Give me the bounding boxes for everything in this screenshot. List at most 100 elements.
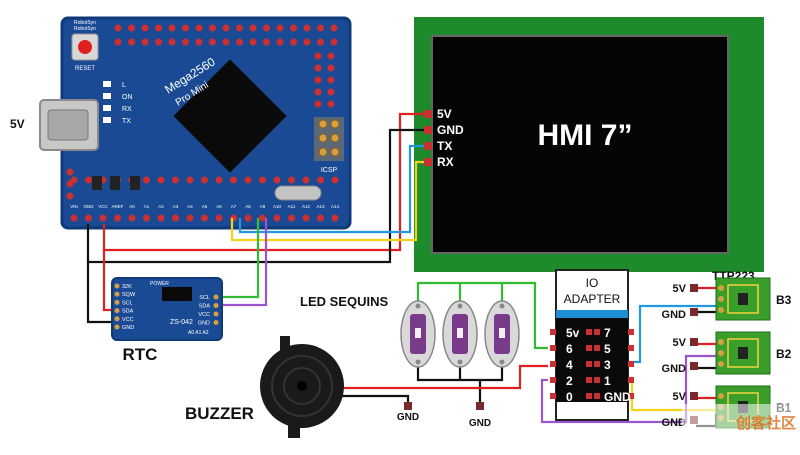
- hmi-pin-5v: 5V: [437, 107, 452, 121]
- header-pin: [317, 24, 324, 32]
- header-pin: [186, 176, 194, 184]
- rtc-pin-label: SCL: [199, 295, 210, 301]
- icsp-header-bg: [314, 117, 344, 161]
- io-pin: [586, 361, 592, 367]
- mcu-chip: [173, 59, 287, 173]
- rtc-pin: [114, 308, 120, 314]
- hmi-display: HMI 7” 5V GND TX RX: [414, 17, 764, 272]
- io-pin-end: [550, 361, 556, 367]
- wire-io2-b2: [540, 354, 716, 424]
- reset-button-cap[interactable]: [78, 40, 92, 54]
- hmi-pin-gnd: GND: [437, 123, 464, 137]
- header-pin: [327, 52, 335, 60]
- io-pin: [594, 329, 600, 335]
- rtc-pin-label: GND: [122, 325, 134, 331]
- header-pin: [222, 24, 230, 32]
- io-pin: [594, 393, 600, 399]
- brand-label: RobotSyn: [74, 20, 96, 26]
- header-pin: [244, 176, 252, 184]
- capacitor: [110, 176, 120, 190]
- mega-left-header: [66, 168, 74, 200]
- header-pin: [215, 214, 223, 222]
- header-pin: [314, 52, 322, 60]
- rtc-pin: [114, 299, 120, 305]
- rtc-address-text: A0 A1 A2: [188, 330, 209, 336]
- pin-label: A3: [173, 204, 179, 209]
- io-right-pin-label: 5: [604, 342, 611, 356]
- io-pin-end: [628, 393, 634, 399]
- ttp223-pad: [727, 284, 759, 314]
- header-pin: [302, 176, 310, 184]
- capacitor: [92, 176, 102, 190]
- wire-buzzer-io4: [330, 364, 548, 390]
- header-pin: [288, 176, 295, 184]
- led-label-l: L: [122, 82, 126, 89]
- io-left-pin-label: 2: [566, 374, 573, 388]
- header-pin: [236, 38, 243, 46]
- pin-label: A1: [144, 204, 150, 209]
- header-pin: [327, 100, 335, 108]
- touch-gnd-terminal: [690, 308, 698, 316]
- header-pin: [85, 214, 92, 222]
- rtc-pin-label: VCC: [122, 317, 134, 323]
- rtc-pcb: [111, 277, 223, 341]
- touch-gnd-terminal: [690, 362, 698, 370]
- header-pin: [302, 214, 310, 222]
- led-rx: [103, 105, 111, 111]
- touch-vcc-terminal: [690, 284, 698, 292]
- brand-label-2: RobotSyn: [74, 26, 96, 32]
- led-tx: [103, 117, 111, 123]
- pin-label: A14: [331, 204, 340, 209]
- io-left-pin-label: 5v: [566, 326, 580, 340]
- header-pin: [236, 24, 243, 32]
- pin-label: A5: [202, 204, 208, 209]
- io-right-pin-label: 7: [604, 326, 611, 340]
- header-pin: [222, 38, 230, 46]
- header-pin: [303, 38, 311, 46]
- capacitor: [130, 176, 140, 190]
- wire-rtc-gnd: [86, 262, 114, 324]
- rtc-module-name: ZS-042: [170, 319, 193, 326]
- buzzer-hole: [297, 381, 307, 391]
- pin-label: A7: [231, 204, 237, 209]
- pin-label: A8: [245, 204, 251, 209]
- icsp-pin: [318, 119, 328, 129]
- header-pin: [244, 214, 252, 222]
- rtc-label: RTC: [123, 345, 158, 364]
- header-pin: [155, 38, 162, 46]
- pin-label: A6: [216, 204, 222, 209]
- header-pin: [314, 64, 322, 72]
- wire-rtc-sda: [218, 218, 268, 307]
- header-pin: [273, 214, 281, 222]
- io-pin: [594, 345, 600, 351]
- pin-label: GND: [84, 204, 95, 209]
- header-pin: [209, 38, 216, 46]
- pin-label: A13: [316, 204, 325, 209]
- header-pin: [314, 100, 322, 108]
- mega-top-header: [114, 24, 338, 46]
- header-pin: [155, 24, 162, 32]
- header-pin: [276, 38, 284, 46]
- led-on: [103, 93, 111, 99]
- io-pin-end: [628, 377, 634, 383]
- led-sequins: [400, 300, 520, 368]
- io-pin-end: [550, 377, 556, 383]
- usb-port-inner: [47, 109, 89, 141]
- reset-label: RESET: [75, 66, 95, 72]
- gnd-terminal-sequins: [476, 402, 484, 410]
- touch-gnd-label: GND: [662, 417, 687, 429]
- header-pin: [128, 214, 136, 222]
- hmi-title: HMI 7”: [537, 119, 632, 152]
- header-pin: [66, 168, 74, 176]
- sequin-pad: [499, 303, 505, 309]
- power-input-label: 5V: [10, 117, 25, 131]
- header-pin: [172, 214, 179, 222]
- header-pin: [330, 38, 338, 46]
- header-pin: [259, 176, 266, 184]
- io-right-pin-label: 1: [604, 374, 611, 388]
- led-label-on: ON: [122, 94, 133, 101]
